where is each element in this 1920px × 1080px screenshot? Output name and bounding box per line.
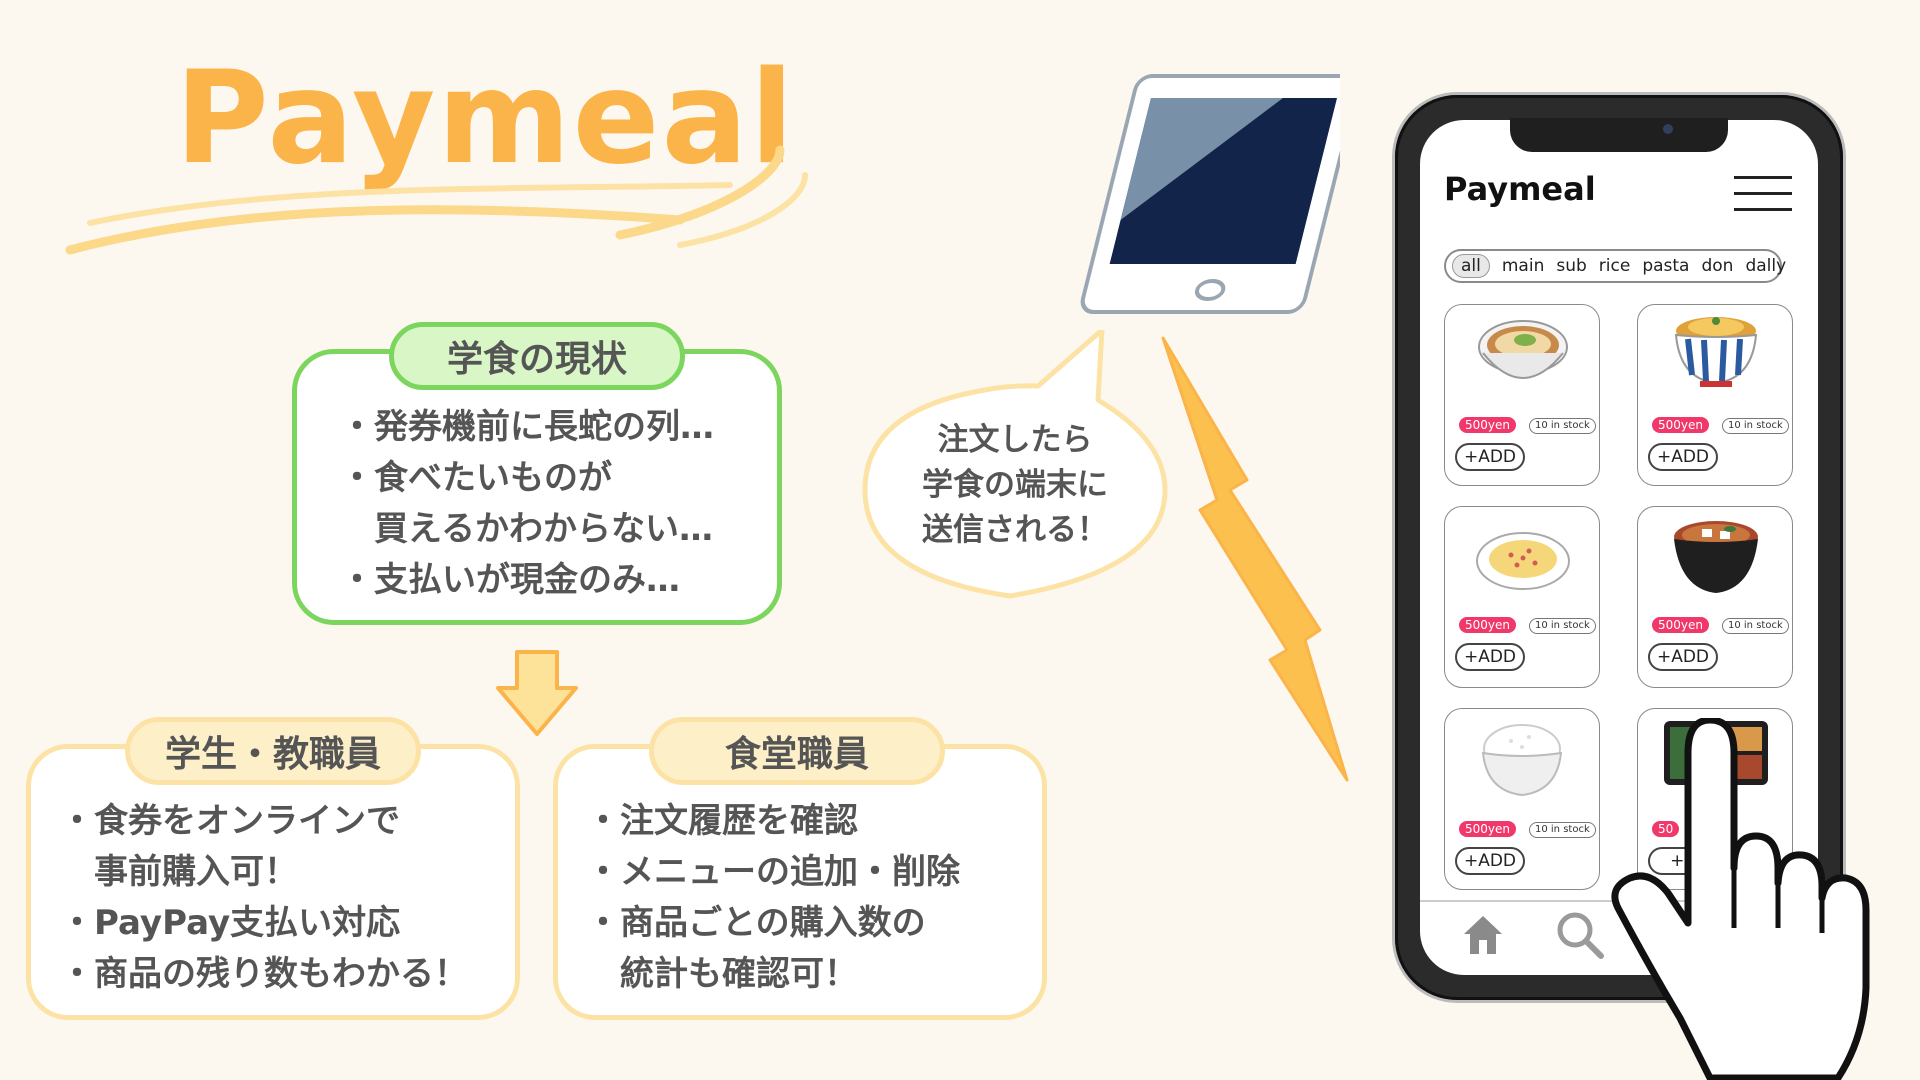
stock-badge: 10 in stock <box>1529 822 1596 838</box>
pasta-icon <box>1476 532 1570 590</box>
price-tag: 500yen <box>1459 617 1516 633</box>
app-title: Paymeal <box>1444 170 1596 208</box>
staff-lines: ・注文履歴を確認 ・メニューの追加・削除 ・商品ごとの購入数の 統計も確認可！ <box>586 796 960 1000</box>
category-don[interactable]: don <box>1701 256 1734 276</box>
staff-line: ・注文履歴を確認 <box>586 801 858 841</box>
students-title: 学生・教職員 <box>125 717 421 785</box>
students-lines: ・食券をオンラインで 事前購入可！ ・PayPay支払い対応 ・商品の残り数もわ… <box>60 796 468 1000</box>
students-box <box>26 744 520 1020</box>
home-icon[interactable] <box>1460 912 1506 956</box>
menu-card: 500yen 10 in stock +ADD <box>1444 304 1600 486</box>
add-button[interactable]: +ADD <box>1455 643 1525 671</box>
category-pasta[interactable]: pasta <box>1642 256 1690 276</box>
staff-line: ・商品ごとの購入数の <box>586 903 926 943</box>
category-main[interactable]: main <box>1501 256 1545 276</box>
stock-badge: 10 in stock <box>1722 618 1789 634</box>
staff-box <box>553 744 1047 1020</box>
add-button[interactable]: +ADD <box>1648 643 1718 671</box>
status-title: 学食の現状 <box>389 322 685 390</box>
speech-bubble <box>862 330 1168 599</box>
staff-title: 食堂職員 <box>649 717 945 785</box>
udon-icon <box>1478 320 1568 379</box>
price-tag: 500yen <box>1652 617 1709 633</box>
category-all[interactable]: all <box>1452 254 1490 278</box>
category-bar: all main sub rice pasta don dally <box>1444 249 1786 283</box>
stock-badge: 10 in stock <box>1529 618 1596 634</box>
menu-card: 500yen 10 in stock +ADD <box>1637 506 1793 688</box>
search-icon[interactable] <box>1555 910 1605 960</box>
down-arrow-icon <box>496 650 578 736</box>
students-line: ・食券をオンラインで <box>60 801 400 841</box>
bubble-line: 送信される！ <box>922 512 1108 548</box>
logo-title: Paymeal <box>175 44 796 193</box>
staff-line: ・メニューの追加・削除 <box>586 852 960 892</box>
menu-card: 500yen 10 in stock +ADD <box>1444 708 1600 890</box>
camera-icon <box>1663 124 1673 134</box>
status-line: 買えるかわからない… <box>340 509 713 549</box>
price-tag: 500yen <box>1652 417 1709 433</box>
status-lines: ・発券機前に長蛇の列… ・食べたいものが 買えるかわからない… ・支払いが現金の… <box>340 402 714 606</box>
tablet-icon <box>1080 74 1340 314</box>
menu-card: 500yen 10 in stock +ADD <box>1637 304 1793 486</box>
add-button[interactable]: +ADD <box>1455 847 1525 875</box>
category-sub[interactable]: sub <box>1556 256 1587 276</box>
logo-swoosh-icon <box>65 145 808 255</box>
students-line: ・PayPay支払い対応 <box>60 903 401 943</box>
rice-bowl-icon <box>1481 724 1563 797</box>
stock-badge: 10 in stock <box>1529 418 1596 434</box>
status-line: ・支払いが現金のみ… <box>340 560 680 600</box>
status-line: ・発券機前に長蛇の列… <box>340 407 714 447</box>
phone-notch <box>1510 118 1728 152</box>
students-line: 事前購入可！ <box>60 852 298 892</box>
price-tag: 500yen <box>1459 821 1516 837</box>
price-tag: 500yen <box>1459 417 1516 433</box>
category-dally[interactable]: dally <box>1745 256 1787 276</box>
status-line: ・食べたいものが <box>340 458 612 498</box>
hamburger-menu-icon[interactable] <box>1734 176 1792 212</box>
add-button[interactable]: +ADD <box>1648 443 1718 471</box>
category-rice[interactable]: rice <box>1598 256 1631 276</box>
status-box <box>292 349 782 625</box>
lightning-bolt-icon <box>1161 336 1349 782</box>
bubble-line: 注文したら <box>937 422 1093 458</box>
staff-line: 統計も確認可！ <box>586 954 858 994</box>
pointing-hand-icon <box>1611 718 1870 1080</box>
add-button[interactable]: +ADD <box>1455 443 1525 471</box>
price-tag: 50 <box>1652 821 1680 837</box>
menu-card: 500yen 10 in stock +ADD <box>1444 506 1600 688</box>
students-line: ・商品の残り数もわかる！ <box>60 954 468 994</box>
stock-badge: 10 in stock <box>1722 418 1789 434</box>
miso-soup-icon <box>1674 521 1758 593</box>
bubble-line: 学食の端末に <box>922 467 1108 503</box>
katsudon-icon <box>1674 317 1758 387</box>
bubble-text: 注文したら 学食の端末に 送信される！ <box>900 418 1130 553</box>
